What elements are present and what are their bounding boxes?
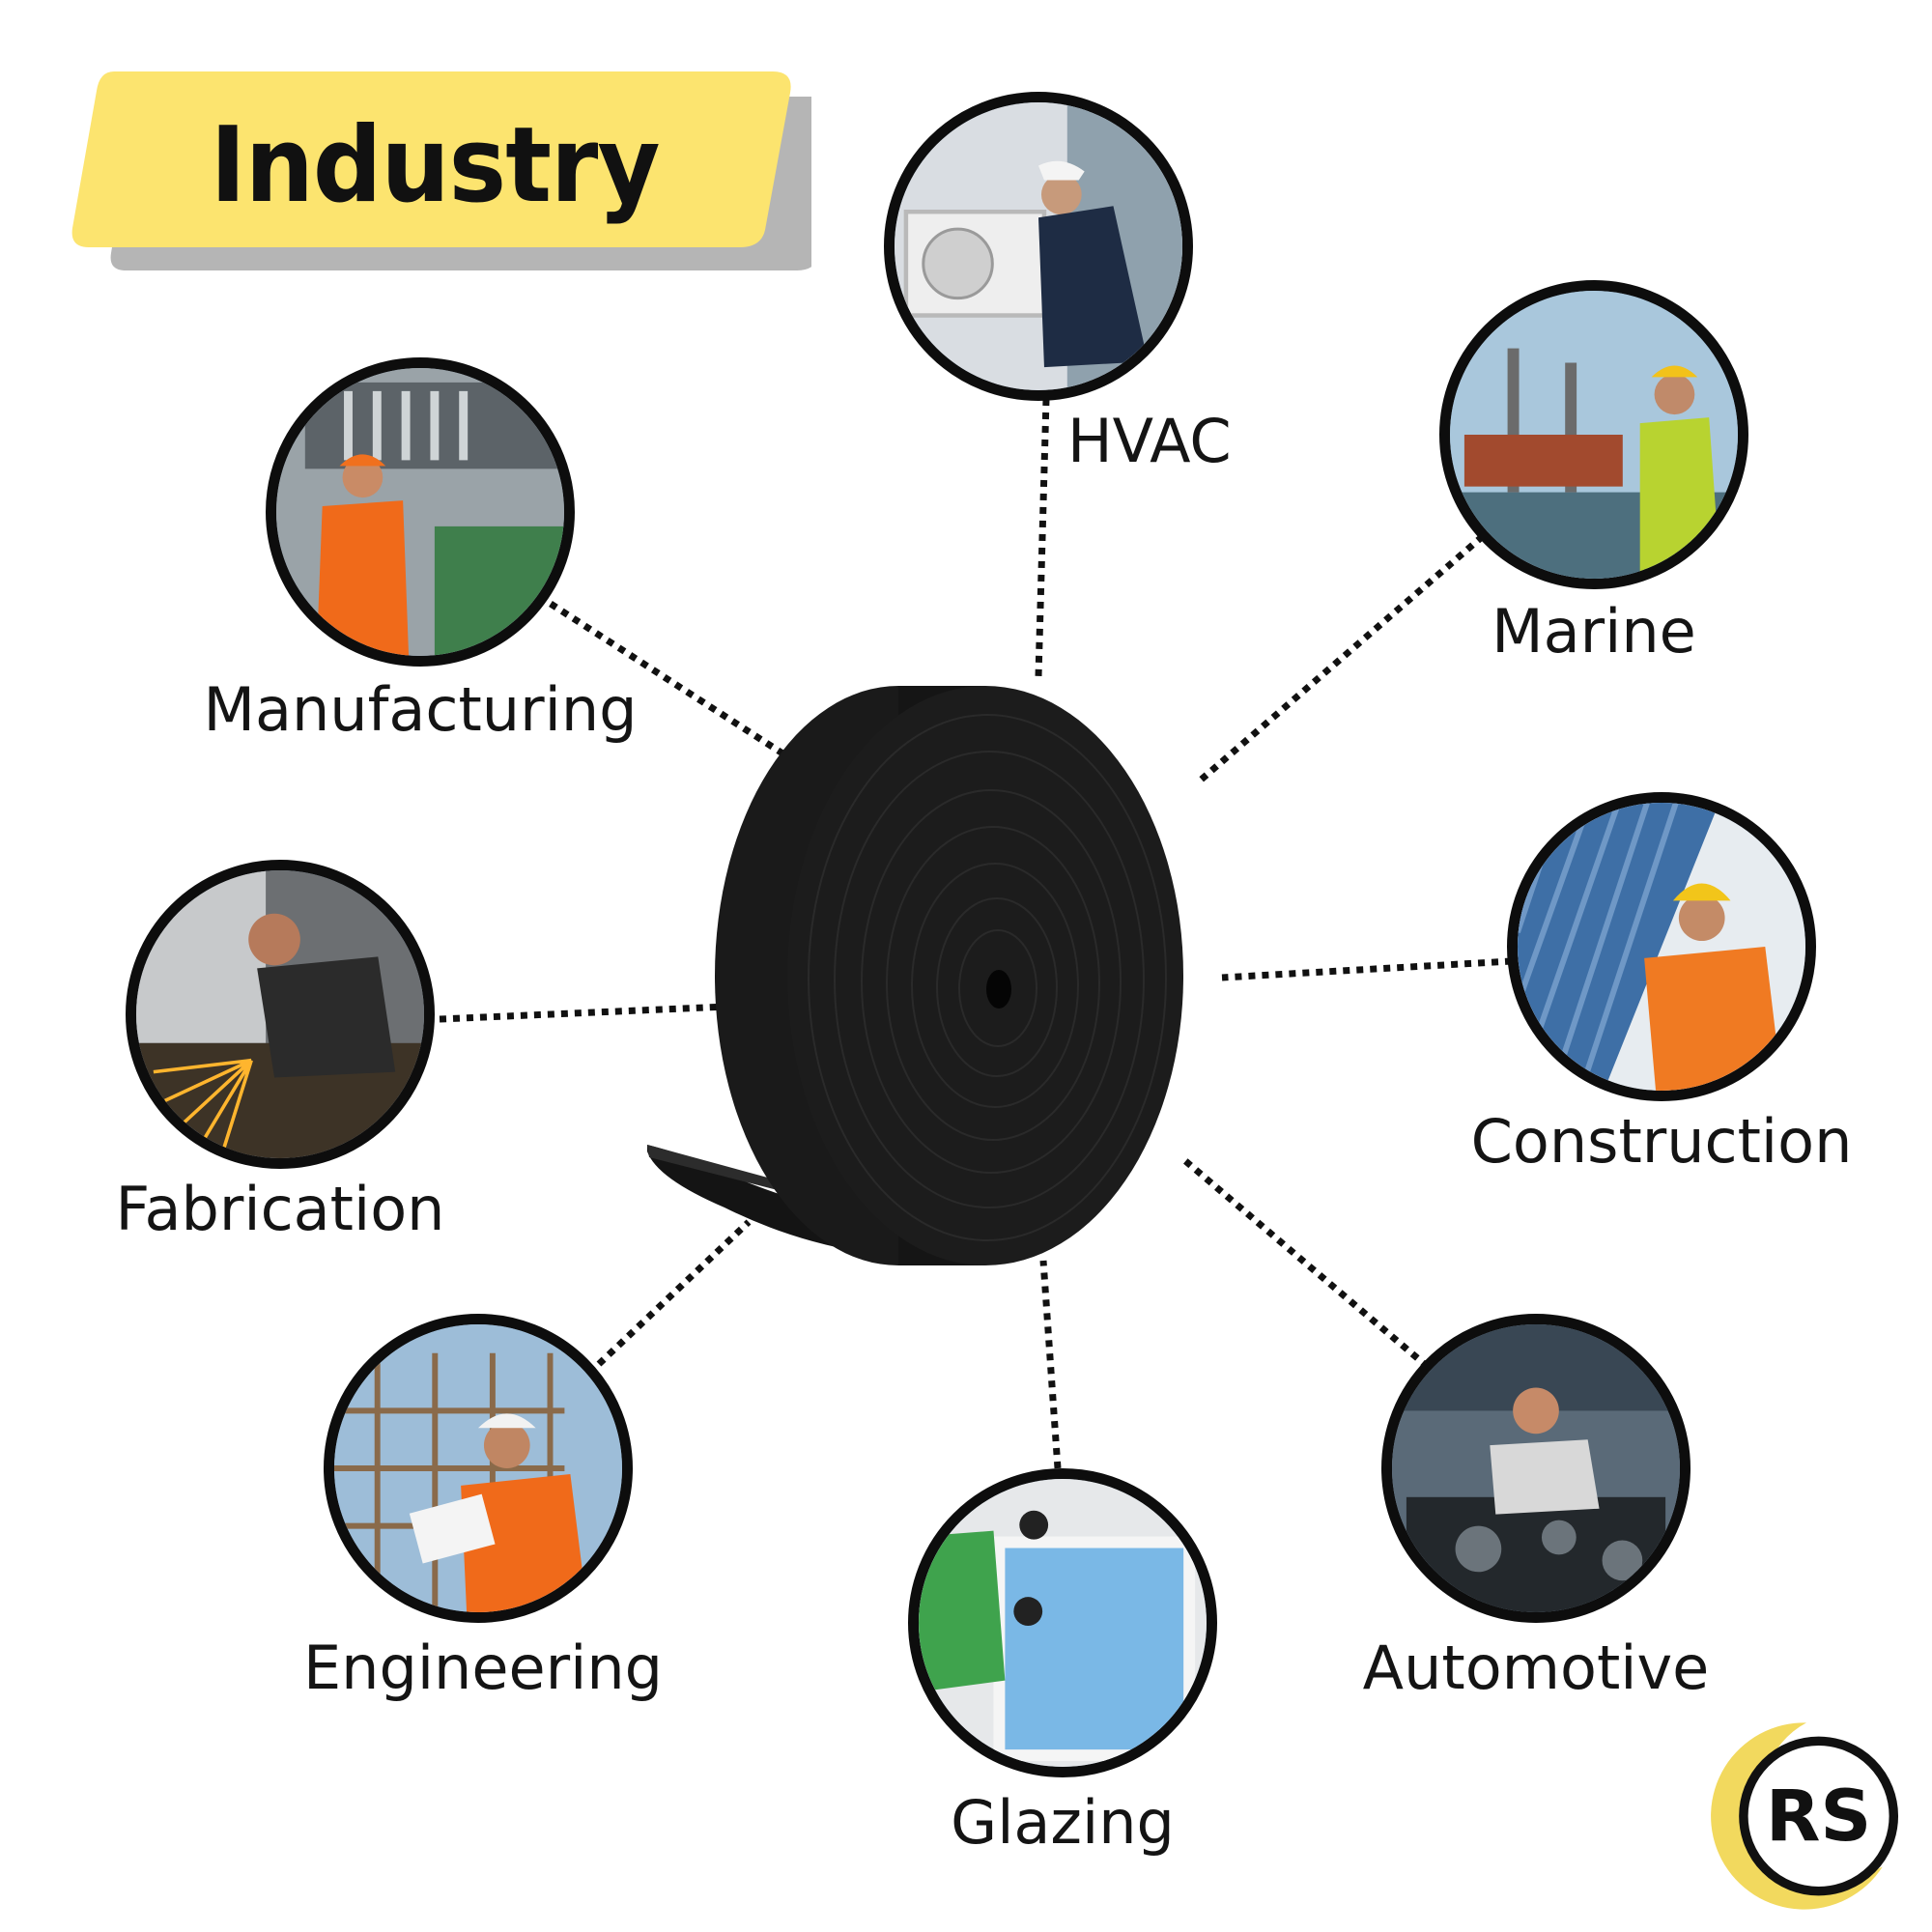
rubber-strip-roll xyxy=(647,686,1183,1265)
header-banner: Industry xyxy=(68,68,811,280)
manufacturing-photo-circle xyxy=(266,357,575,667)
hvac-photo-circle xyxy=(884,92,1193,401)
marine-photo-circle xyxy=(1439,280,1748,589)
automotive-photo-circle xyxy=(1381,1314,1690,1623)
connector-marine xyxy=(1195,533,1486,785)
label-glazing: Glazing xyxy=(951,1787,1175,1858)
label-engineering: Engineering xyxy=(303,1633,663,1703)
banner-shape xyxy=(71,71,811,270)
label-automotive: Automotive xyxy=(1362,1633,1710,1703)
logo-text: RS xyxy=(1766,1776,1872,1858)
hvac-technician-photo xyxy=(895,102,1182,390)
roofer-photo xyxy=(1518,803,1805,1091)
label-manufacturing: Manufacturing xyxy=(203,674,638,745)
label-fabrication: Fabrication xyxy=(115,1174,445,1244)
mechanic-photo xyxy=(1392,1324,1680,1612)
page-title: Industry xyxy=(210,102,661,226)
factory-worker-photo xyxy=(276,368,564,656)
connector-hvac xyxy=(1035,398,1050,677)
site-engineer-photo xyxy=(334,1324,622,1612)
engineering-photo-circle xyxy=(324,1314,633,1623)
rs-logo-icon: RS xyxy=(1711,1722,1899,1910)
window-installer-photo xyxy=(919,1479,1207,1767)
fabrication-photo-circle xyxy=(126,860,435,1169)
connector-construction xyxy=(1221,957,1513,981)
connector-manufacturing xyxy=(549,601,852,800)
construction-photo-circle xyxy=(1507,792,1816,1101)
label-marine: Marine xyxy=(1492,596,1696,667)
label-construction: Construction xyxy=(1470,1106,1853,1177)
glazing-photo-circle xyxy=(908,1468,1217,1777)
label-hvac: HVAC xyxy=(1067,406,1232,476)
connector-glazing xyxy=(1039,1260,1062,1469)
port-inspector-photo xyxy=(1450,291,1738,579)
metal-grinding-photo xyxy=(136,870,424,1158)
